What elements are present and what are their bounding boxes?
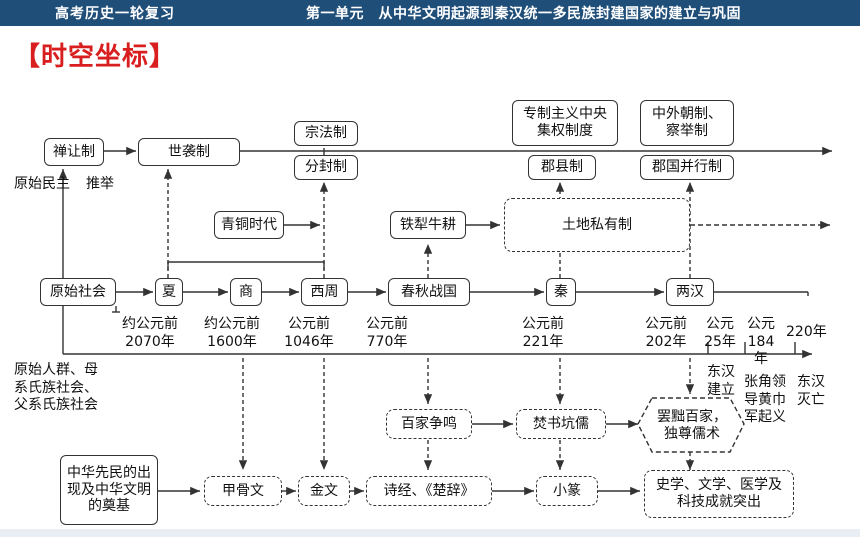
- baijia-box: 百家争鸣: [386, 409, 472, 439]
- junguo-box: 郡国并行制: [640, 155, 734, 180]
- qingtong-box: 青铜时代: [214, 211, 284, 239]
- timeline-xizhou: 西周: [301, 278, 348, 306]
- date-xia: 约公元前2070年: [122, 316, 178, 350]
- date-qin: 公元前221年: [522, 316, 564, 350]
- bottom-strip: [0, 529, 860, 537]
- date-ad184: 公元184年: [747, 316, 775, 367]
- timeline-yuanshi: 原始社会: [40, 278, 116, 306]
- date-chunqiu: 公元前770年: [366, 316, 408, 350]
- tuiju-label: 推举: [86, 176, 114, 192]
- junxian-box: 郡县制: [528, 155, 596, 180]
- date-ad220: 220年: [786, 324, 827, 340]
- jinwen-box: 金文: [298, 476, 350, 506]
- course-title: 高考历史一轮复习: [55, 6, 175, 22]
- timeline-xia: 夏: [155, 278, 183, 306]
- timeline-lianghan: 两汉: [666, 278, 714, 306]
- shijing-box: 诗经、《楚辞》: [366, 476, 492, 506]
- zhuanzhi-box: 专制主义中央集权制度: [512, 100, 618, 146]
- tieli-box: 铁犁牛耕: [390, 211, 466, 239]
- fenfeng-box: 分封制: [294, 155, 358, 180]
- event-huangjin: 张角领导黄巾军起义: [744, 374, 786, 425]
- timeline-chunqiu: 春秋战国: [388, 278, 470, 306]
- shanrang-box: 禅让制: [44, 138, 104, 166]
- tudi-box: 土地私有制: [504, 198, 690, 252]
- bachu-hexagon: [637, 397, 745, 453]
- event-donghan-miewang: 东汉灭亡: [797, 374, 825, 408]
- xiaozhuan-box: 小篆: [536, 476, 598, 506]
- zongfa-box: 宗法制: [294, 121, 358, 146]
- fenshu-box: 焚书坑儒: [516, 409, 606, 439]
- section-title: 【时空坐标】: [14, 42, 177, 72]
- yuanshi-minzhu-label: 原始民主: [14, 176, 70, 192]
- chaozhi-box: 中外朝制、察举制: [640, 100, 734, 146]
- date-lianghan: 公元前202年: [645, 316, 687, 350]
- shixi-box: 世袭制: [138, 138, 240, 166]
- top-banner: 高考历史一轮复习 第一单元 从中华文明起源到秦汉统一多民族封建国家的建立与巩固: [0, 0, 860, 26]
- jiagu-box: 甲骨文: [204, 476, 282, 506]
- date-xizhou: 公元前1046年: [284, 316, 334, 350]
- unit-title: 第一单元 从中华文明起源到秦汉统一多民族封建国家的建立与巩固: [306, 6, 741, 22]
- science-box: 史学、文学、医学及科技成就突出: [644, 470, 794, 518]
- timeline-shang: 商: [230, 278, 262, 306]
- social-stages: 原始人群、母系氏族社会、父系氏族社会: [14, 362, 98, 413]
- event-donghan-jianli: 东汉建立: [707, 364, 735, 398]
- timeline-qin: 秦: [546, 278, 576, 306]
- origin-box: 中华先民的出现及中华文明的奠基: [60, 455, 158, 525]
- bachu-text: 罢黜百家，独尊儒术: [657, 409, 727, 442]
- date-shang: 约公元前1600年: [204, 316, 260, 350]
- date-ad25: 公元25年: [704, 316, 736, 350]
